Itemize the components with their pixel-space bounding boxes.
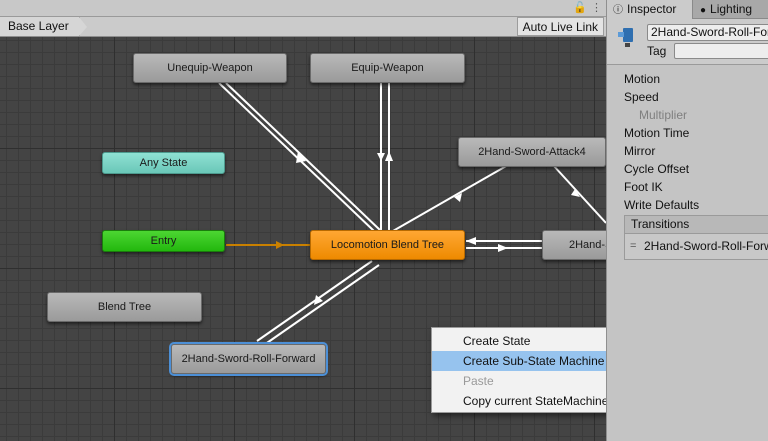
transition-list-item-label: 2Hand-Sword-Roll-Forward [644, 239, 768, 253]
info-icon: ⓘ [613, 5, 623, 16]
arrowhead-equip-up [385, 151, 393, 161]
inspector-panel: ⓘ Inspector ●Lighting 2Hand-Sword-Roll-Fo… [606, 0, 768, 441]
arrowhead-attack4-right [571, 189, 580, 197]
arrowhead-roll [314, 295, 323, 305]
menu-item-create-state[interactable]: Create State › [432, 331, 606, 351]
lock-icon[interactable]: 🔓 [573, 1, 587, 14]
inspector-header: 2Hand-Sword-Roll-Forward Tag [607, 19, 768, 65]
arrowhead-unequip [296, 151, 306, 163]
transition-unequip-b[interactable] [225, 82, 382, 232]
transition-list-item[interactable]: = 2Hand-Sword-Roll-Forward [625, 234, 768, 258]
state-unequip-weapon[interactable]: Unequip-Weapon [133, 53, 287, 83]
menu-item-paste: Paste [463, 374, 494, 388]
state-entry[interactable]: Entry [102, 230, 225, 252]
state-machine-graph[interactable]: Unequip-Weapon Equip-Weapon 2Hand-Sword-… [0, 37, 606, 441]
arrowhead-attack4 [454, 193, 462, 202]
arrowhead-equip-down [377, 153, 385, 161]
state-any-state[interactable]: Any State [102, 152, 225, 174]
tag-field[interactable] [674, 43, 768, 59]
state-2hand-sword-partial[interactable]: 2Hand-S [542, 230, 606, 260]
tab-lighting-label: Lighting [710, 2, 753, 16]
transition-attack4[interactable] [392, 164, 509, 232]
menu-item-copy-state-machine[interactable]: Copy current StateMachine [463, 394, 606, 408]
transition-roll-b[interactable] [263, 264, 380, 346]
light-bulb-icon: ● [700, 5, 707, 16]
state-locomotion-blend-tree[interactable]: Locomotion Blend Tree [310, 230, 465, 260]
tab-inspector[interactable]: ⓘ Inspector [607, 0, 693, 19]
animator-toolbar: Base Layer Auto Live Link [0, 17, 606, 37]
animator-window: 🔓 ⋮ Base Layer Auto Live Link [0, 0, 606, 441]
transition-unequip-a[interactable] [218, 82, 375, 232]
inspector-tabs: ⓘ Inspector ●Lighting [607, 0, 768, 19]
transitions-header: Transitions [625, 216, 768, 234]
state-2hand-sword-attack4[interactable]: 2Hand-Sword-Attack4 [458, 137, 606, 167]
prop-mirror: Mirror [624, 144, 656, 158]
prop-motion-time: Motion Time [624, 126, 690, 140]
transition-attack4-right[interactable] [552, 164, 606, 224]
drag-handle-icon[interactable]: = [630, 240, 637, 252]
auto-live-link-button[interactable]: Auto Live Link [516, 17, 604, 36]
state-blend-tree[interactable]: Blend Tree [47, 292, 202, 322]
animator-state-icon [618, 28, 633, 47]
transition-lines [218, 82, 606, 346]
context-menu: Create State › Create Sub-State Machine … [431, 327, 606, 413]
menu-dots-icon[interactable]: ⋮ [591, 1, 602, 14]
menu-item-create-state-label: Create State [463, 334, 531, 348]
transition-roll-a[interactable] [256, 260, 373, 342]
state-name-field[interactable]: 2Hand-Sword-Roll-Forward [647, 24, 768, 41]
arrowhead-right-left [466, 237, 476, 245]
animator-title-strip: 🔓 ⋮ [0, 0, 606, 17]
prop-motion: Motion [624, 72, 661, 86]
prop-cycle-offset: Cycle Offset [624, 162, 690, 176]
tag-label: Tag [647, 44, 667, 58]
prop-multiplier: Multiplier [639, 108, 688, 122]
tab-inspector-label: Inspector [627, 2, 677, 16]
prop-speed: Speed [624, 90, 659, 104]
tab-lighting[interactable]: ●Lighting [694, 0, 768, 19]
prop-write-defaults: Write Defaults [624, 198, 700, 212]
arrowhead-right-right [498, 244, 508, 252]
state-2hand-sword-roll-forward[interactable]: 2Hand-Sword-Roll-Forward [169, 342, 328, 376]
breadcrumb-base-layer[interactable]: Base Layer [0, 17, 87, 36]
state-equip-weapon[interactable]: Equip-Weapon [310, 53, 465, 83]
transitions-list: Transitions = 2Hand-Sword-Roll-Forward [624, 215, 768, 260]
arrowhead-entry [276, 241, 284, 249]
menu-item-create-sub-state-machine[interactable]: Create Sub-State Machine [432, 351, 606, 371]
prop-foot-ik: Foot IK [624, 180, 663, 194]
